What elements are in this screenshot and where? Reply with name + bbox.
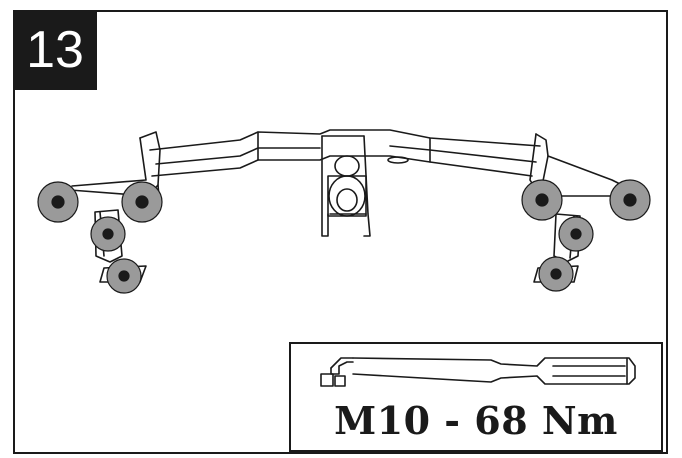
nut-icon xyxy=(609,179,651,221)
torque-wrench-icon xyxy=(320,357,636,387)
nut-icon xyxy=(37,181,79,223)
nut-icon xyxy=(90,216,126,252)
nut-icon xyxy=(521,179,563,221)
cross-beam xyxy=(149,129,541,177)
torque-value-label: M10 - 68 Nm xyxy=(334,398,618,443)
step-number-badge: 13 xyxy=(13,10,97,90)
torque-spec-box: M10 - 68 Nm xyxy=(289,342,663,452)
nut-icon xyxy=(558,216,594,252)
hitch-mount xyxy=(321,135,371,237)
nut-icon xyxy=(121,181,163,223)
mounting-nuts xyxy=(37,179,651,294)
step-number: 13 xyxy=(26,21,84,79)
nut-icon xyxy=(538,256,574,292)
nut-icon xyxy=(106,258,142,294)
